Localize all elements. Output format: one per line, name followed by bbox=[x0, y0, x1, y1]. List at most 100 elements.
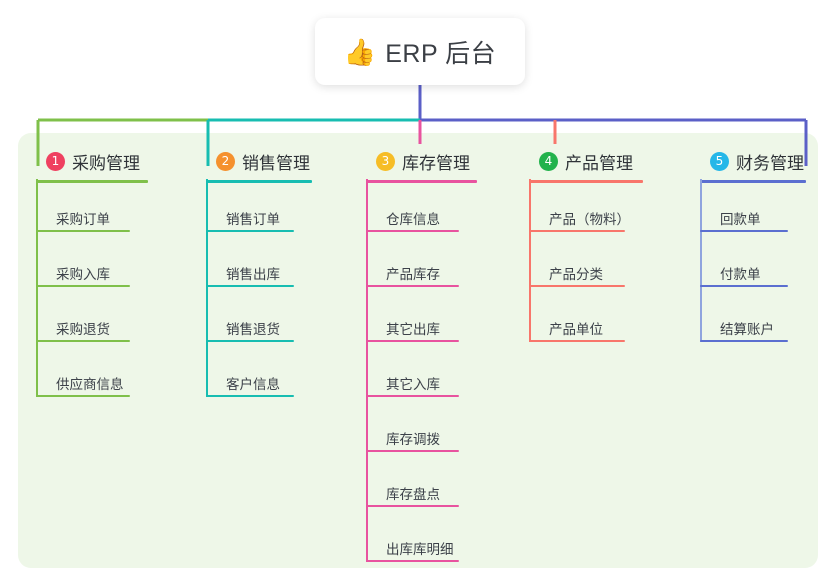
leaf-node[interactable]: 采购订单 bbox=[36, 179, 130, 232]
leaf-node-label: 销售订单 bbox=[226, 212, 280, 227]
branch-underline bbox=[700, 180, 806, 183]
leaf-node[interactable]: 仓库信息 bbox=[366, 179, 459, 232]
leaf-node[interactable]: 产品（物料） bbox=[529, 179, 630, 232]
leaf-node-label: 库存盘点 bbox=[386, 487, 440, 502]
leaf-node-label: 产品单位 bbox=[549, 322, 603, 337]
leaf-node[interactable]: 库存调拨 bbox=[366, 399, 459, 452]
leaf-node[interactable]: 供应商信息 bbox=[36, 344, 130, 397]
leaf-underline bbox=[366, 285, 459, 287]
leaf-node-label: 仓库信息 bbox=[386, 212, 440, 227]
leaf-underline bbox=[36, 395, 130, 397]
leaf-connector-stem bbox=[206, 179, 208, 232]
leaf-connector-stem bbox=[36, 179, 38, 232]
leaf-connector-stem bbox=[366, 344, 368, 397]
leaf-node[interactable]: 产品库存 bbox=[366, 234, 459, 287]
leaf-underline bbox=[366, 230, 459, 232]
leaf-node[interactable]: 付款单 bbox=[700, 234, 788, 287]
leaf-node[interactable]: 出库库明细 bbox=[366, 509, 459, 562]
leaf-underline bbox=[366, 340, 459, 342]
leaf-underline bbox=[700, 285, 788, 287]
leaf-node-label: 其它入库 bbox=[386, 377, 440, 392]
leaf-node-label: 产品库存 bbox=[386, 267, 440, 282]
leaf-connector-stem bbox=[529, 234, 531, 287]
branch-header-1[interactable]: 1 采购管理 bbox=[36, 146, 148, 176]
leaf-node[interactable]: 库存盘点 bbox=[366, 454, 459, 507]
leaf-connector-stem bbox=[206, 344, 208, 397]
leaf-connector-stem bbox=[36, 344, 38, 397]
leaf-connector-stem bbox=[366, 399, 368, 452]
root-node-title: ERP 后台 bbox=[385, 39, 497, 68]
branch-title: 产品管理 bbox=[565, 153, 633, 173]
leaf-node[interactable]: 结算账户 bbox=[700, 289, 788, 342]
leaf-connector-stem bbox=[36, 289, 38, 342]
leaf-underline bbox=[366, 505, 459, 507]
leaf-connector-stem bbox=[366, 289, 368, 342]
leaf-node[interactable]: 产品分类 bbox=[529, 234, 625, 287]
leaf-connector-stem bbox=[206, 234, 208, 287]
leaf-underline bbox=[36, 340, 130, 342]
leaf-node-label: 回款单 bbox=[720, 212, 761, 227]
leaf-connector-stem bbox=[366, 509, 368, 562]
leaf-connector-stem bbox=[366, 179, 368, 232]
leaf-node-label: 产品（物料） bbox=[549, 212, 630, 227]
leaf-underline bbox=[529, 230, 625, 232]
leaf-node-label: 销售出库 bbox=[226, 267, 280, 282]
root-node[interactable]: 👍 ERP 后台 bbox=[315, 18, 525, 85]
leaf-connector-stem bbox=[366, 234, 368, 287]
leaf-node-label: 采购退货 bbox=[56, 322, 110, 337]
leaf-node[interactable]: 销售退货 bbox=[206, 289, 294, 342]
leaf-underline bbox=[366, 560, 459, 562]
branch-number-badge: 1 bbox=[46, 151, 65, 171]
leaf-underline bbox=[366, 395, 459, 397]
leaf-underline bbox=[206, 285, 294, 287]
leaf-connector-stem bbox=[529, 179, 531, 232]
leaf-node[interactable]: 其它出库 bbox=[366, 289, 459, 342]
leaf-node[interactable]: 销售出库 bbox=[206, 234, 294, 287]
branch-number-badge: 2 bbox=[216, 151, 235, 171]
leaf-node[interactable]: 采购入库 bbox=[36, 234, 130, 287]
leaf-underline bbox=[700, 230, 788, 232]
branch-header-3[interactable]: 3 库存管理 bbox=[366, 146, 477, 176]
leaf-connector-stem bbox=[206, 289, 208, 342]
leaf-node-label: 采购订单 bbox=[56, 212, 110, 227]
thumbs-up-icon: 👍 bbox=[343, 36, 377, 67]
branch-column-3: 3 库存管理 bbox=[366, 146, 477, 183]
leaf-node[interactable]: 客户信息 bbox=[206, 344, 294, 397]
leaf-node-label: 其它出库 bbox=[386, 322, 440, 337]
leaf-underline bbox=[206, 395, 294, 397]
leaf-node-label: 产品分类 bbox=[549, 267, 603, 282]
leaf-underline bbox=[206, 340, 294, 342]
leaf-node-label: 客户信息 bbox=[226, 377, 280, 392]
leaf-node-label: 付款单 bbox=[720, 267, 761, 282]
branch-underline bbox=[366, 180, 477, 183]
leaf-node[interactable]: 采购退货 bbox=[36, 289, 130, 342]
leaf-node[interactable]: 回款单 bbox=[700, 179, 788, 232]
leaf-node-label: 库存调拨 bbox=[386, 432, 440, 447]
leaf-node-label: 出库库明细 bbox=[386, 542, 454, 557]
diagram-panel bbox=[18, 133, 818, 568]
leaf-connector-stem bbox=[529, 289, 531, 342]
leaf-underline bbox=[700, 340, 788, 342]
branch-column-1: 1 采购管理 bbox=[36, 146, 148, 183]
branch-title: 财务管理 bbox=[736, 153, 804, 173]
leaf-node[interactable]: 销售订单 bbox=[206, 179, 294, 232]
leaf-connector-stem bbox=[700, 234, 702, 287]
leaf-node[interactable]: 其它入库 bbox=[366, 344, 459, 397]
leaf-underline bbox=[206, 230, 294, 232]
branch-title: 采购管理 bbox=[72, 153, 140, 173]
leaf-connector-stem bbox=[36, 234, 38, 287]
branch-title: 库存管理 bbox=[402, 153, 470, 173]
branch-number-badge: 3 bbox=[376, 151, 395, 171]
branch-underline bbox=[529, 180, 643, 183]
leaf-node[interactable]: 产品单位 bbox=[529, 289, 625, 342]
leaf-node-label: 销售退货 bbox=[226, 322, 280, 337]
leaf-node-label: 采购入库 bbox=[56, 267, 110, 282]
leaf-connector-stem bbox=[366, 454, 368, 507]
